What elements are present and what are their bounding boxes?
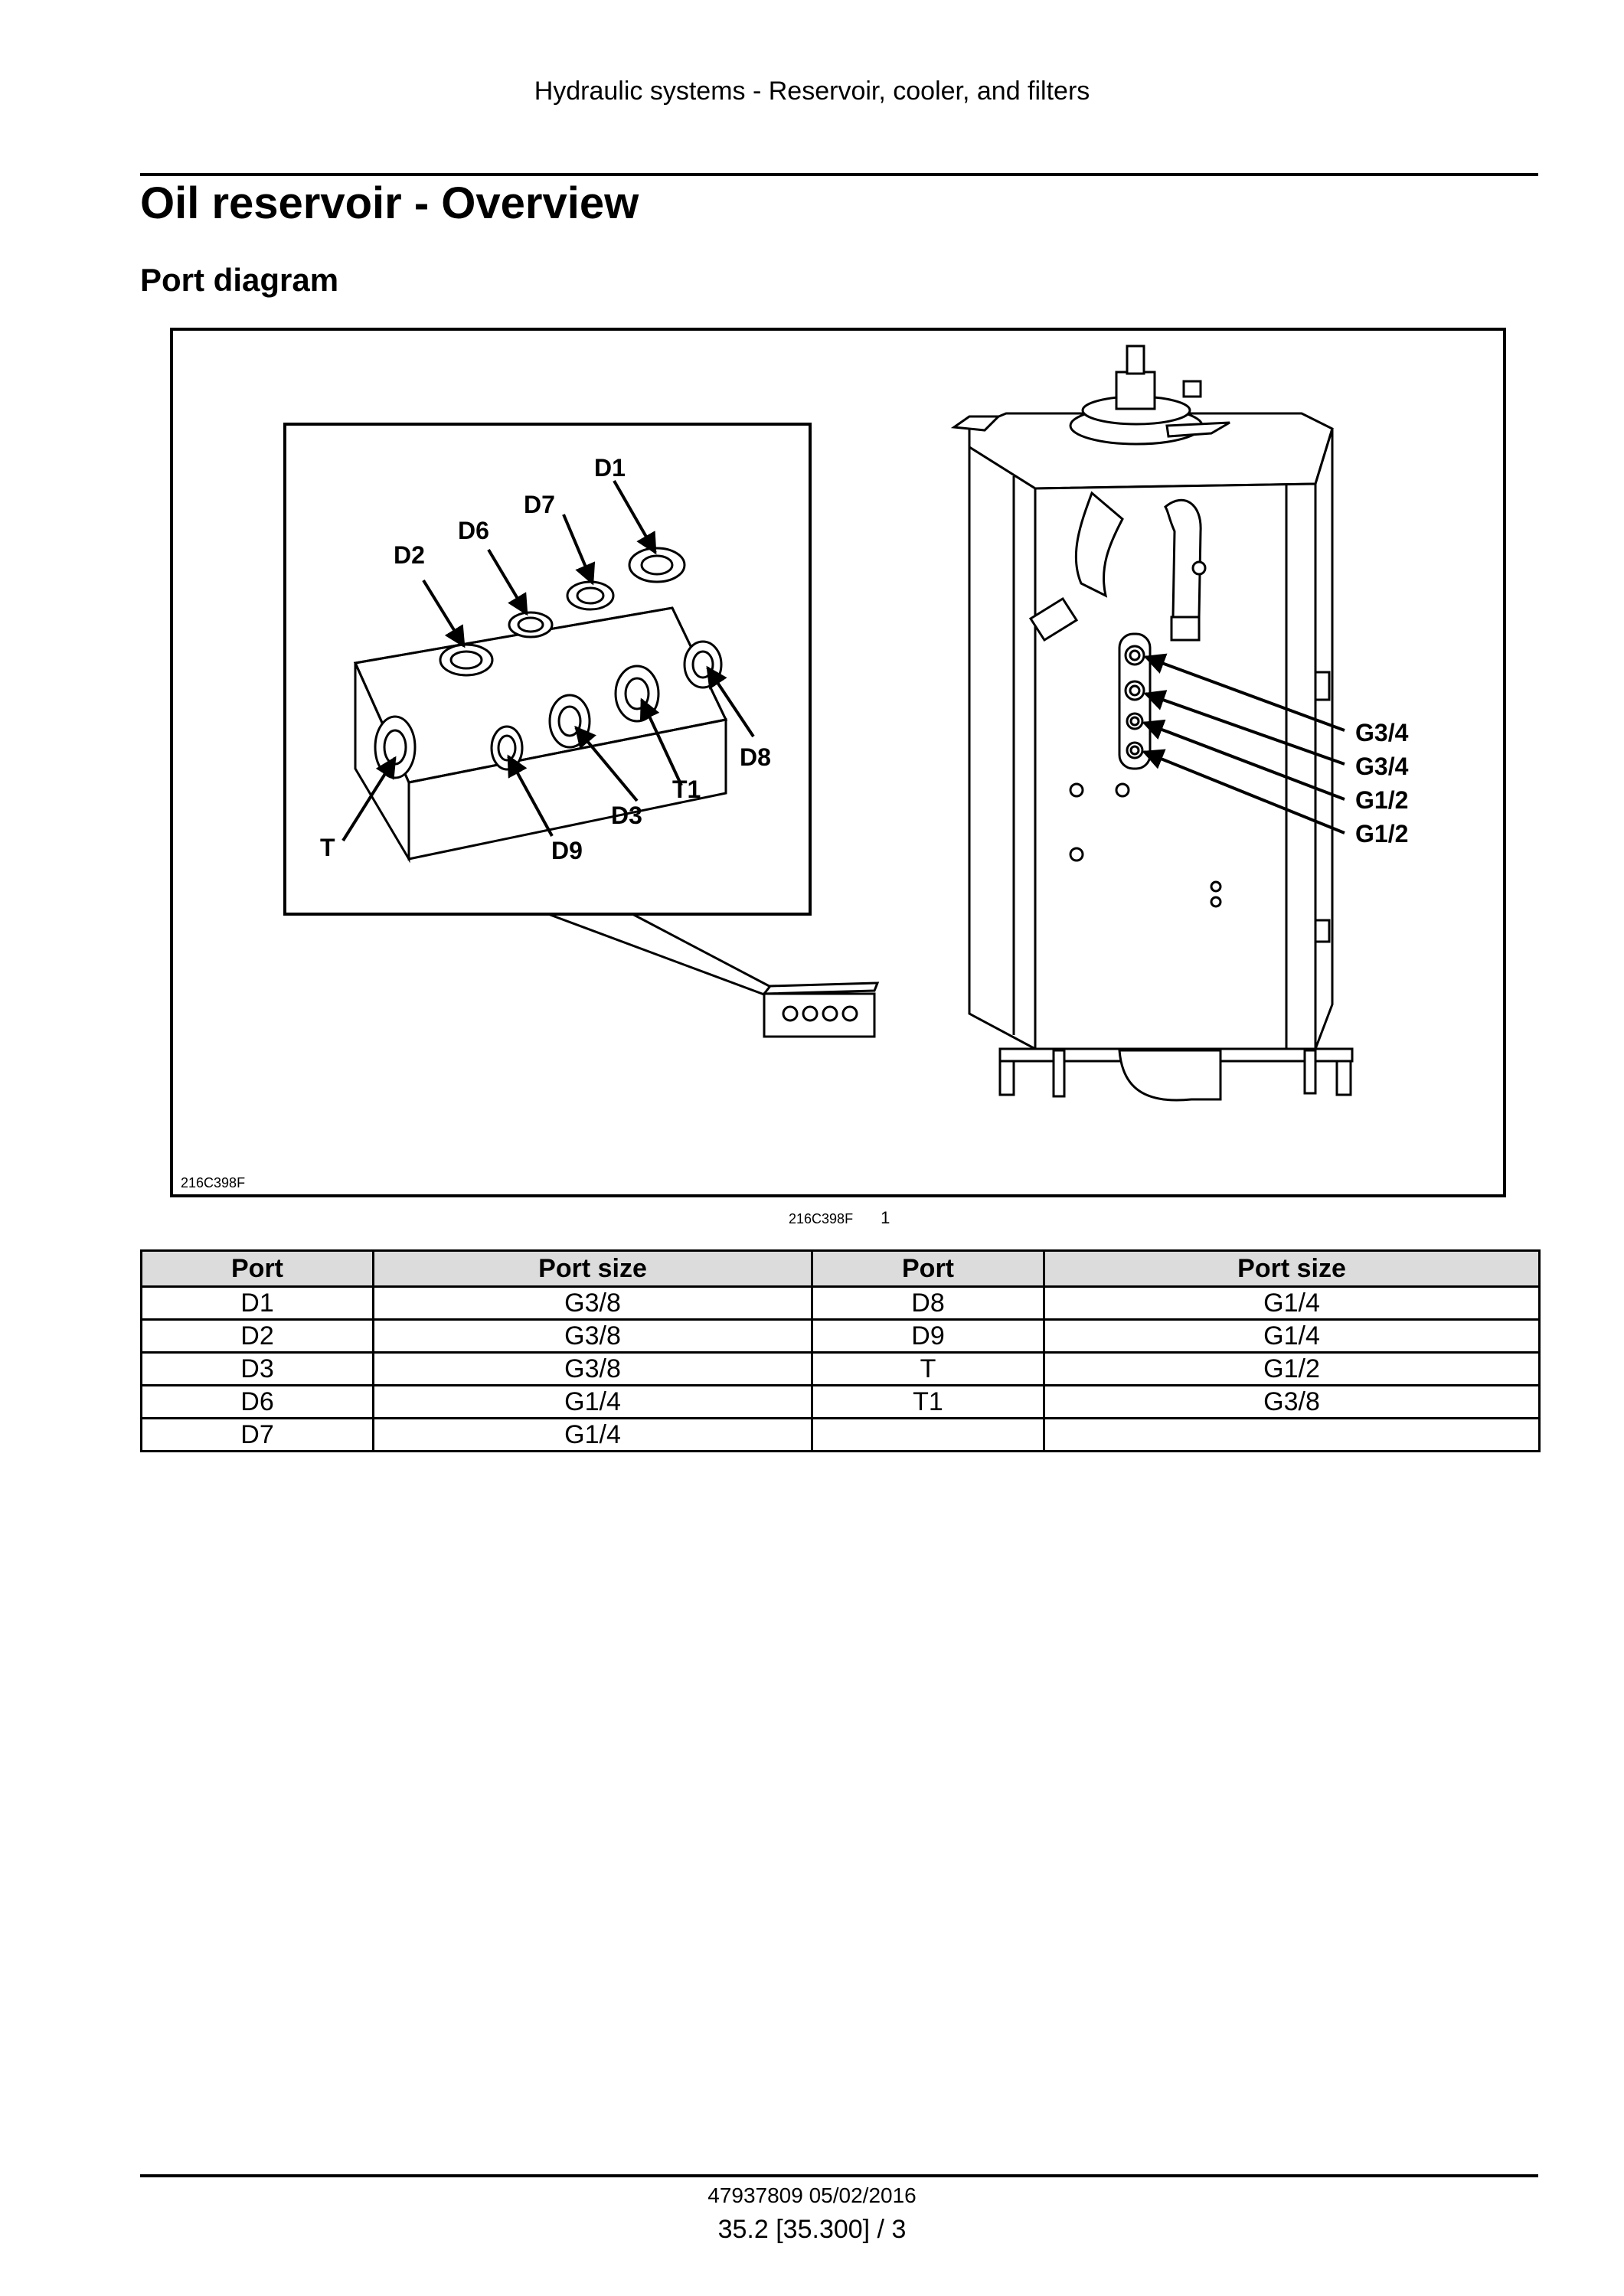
label-port-2: G3/4: [1355, 753, 1409, 780]
table-cell: D3: [140, 1351, 374, 1386]
footer-rule: [140, 2174, 1538, 2177]
table-cell: G1/4: [372, 1417, 813, 1452]
label-port-1: G3/4: [1355, 719, 1409, 746]
footer-page-ref: 35.2 [35.300] / 3: [717, 2215, 907, 2244]
port-size-table: Port Port size Port Port size D1 G3/8 D8…: [140, 1249, 1541, 1452]
table-cell: G3/8: [1043, 1384, 1541, 1419]
table-row: D3 G3/8 T G1/2: [140, 1351, 1541, 1386]
reservoir-tank: [950, 345, 1354, 1102]
table-header-cell: Port: [140, 1249, 374, 1288]
figure-code: 216C398F: [181, 1175, 246, 1190]
table-header-cell: Port: [811, 1249, 1045, 1288]
table-cell: G3/8: [372, 1351, 813, 1386]
table-cell: G3/8: [372, 1285, 813, 1321]
label-d1: D1: [594, 454, 626, 482]
label-d2: D2: [394, 541, 425, 569]
table-cell: T: [811, 1351, 1045, 1386]
header-rule: [140, 173, 1538, 176]
table-cell: G1/4: [372, 1384, 813, 1419]
caption-code: 216C398F: [789, 1211, 854, 1226]
label-d9: D9: [551, 837, 583, 864]
table-cell: D9: [811, 1318, 1045, 1354]
table-row: D2 G3/8 D9 G1/4: [140, 1318, 1541, 1354]
table-cell: D2: [140, 1318, 374, 1354]
port-diagram-figure: D1 D7 D6 D2 D8 T1 D3 D9 T: [170, 328, 1506, 1197]
footer-doc-code: 47937809 05/02/2016: [707, 2183, 917, 2207]
table-cell: [1043, 1417, 1541, 1452]
table-cell: T1: [811, 1384, 1045, 1419]
label-t1: T1: [672, 776, 701, 803]
table-cell: G1/2: [1043, 1351, 1541, 1386]
table-cell: [811, 1417, 1045, 1452]
reservoir-callout-arrows: [1142, 653, 1345, 834]
table-cell: D7: [140, 1417, 374, 1452]
manifold-callout-arrows: [341, 480, 755, 842]
manifold-inset: D1 D7 D6 D2 D8 T1 D3 D9 T: [283, 423, 812, 998]
figure-caption: 216C398F 1: [789, 1208, 890, 1228]
table-cell: G3/8: [372, 1318, 813, 1354]
table-row: D1 G3/8 D8 G1/4: [140, 1285, 1541, 1321]
label-d7: D7: [524, 491, 555, 518]
table-header-cell: Port size: [372, 1249, 813, 1288]
table-cell: D1: [140, 1285, 374, 1321]
table-row: D6 G1/4 T1 G3/8: [140, 1384, 1541, 1419]
label-d8: D8: [740, 743, 771, 771]
label-d6: D6: [458, 517, 489, 544]
label-t: T: [320, 834, 335, 861]
table-cell: G1/4: [1043, 1318, 1541, 1354]
table-header-row: Port Port size Port Port size: [140, 1249, 1541, 1288]
caption-number: 1: [881, 1208, 890, 1227]
label-port-4: G1/2: [1355, 820, 1408, 848]
table-cell: D6: [140, 1384, 374, 1419]
table-cell: G1/4: [1043, 1285, 1541, 1321]
page-title: Oil reservoir - Overview: [140, 178, 639, 228]
table-row: D7 G1/4: [140, 1417, 1541, 1452]
port-diagram-drawing: D1 D7 D6 D2 D8 T1 D3 D9 T: [283, 345, 1409, 1102]
section-title: Port diagram: [140, 262, 339, 298]
table-cell: D8: [811, 1285, 1045, 1321]
manifold-small: [761, 981, 880, 1038]
running-header: Hydraulic systems - Reservoir, cooler, a…: [534, 77, 1090, 106]
top-ports: [439, 547, 686, 677]
table-header-cell: Port size: [1043, 1249, 1541, 1288]
label-port-3: G1/2: [1355, 786, 1408, 814]
label-d3: D3: [611, 802, 642, 829]
